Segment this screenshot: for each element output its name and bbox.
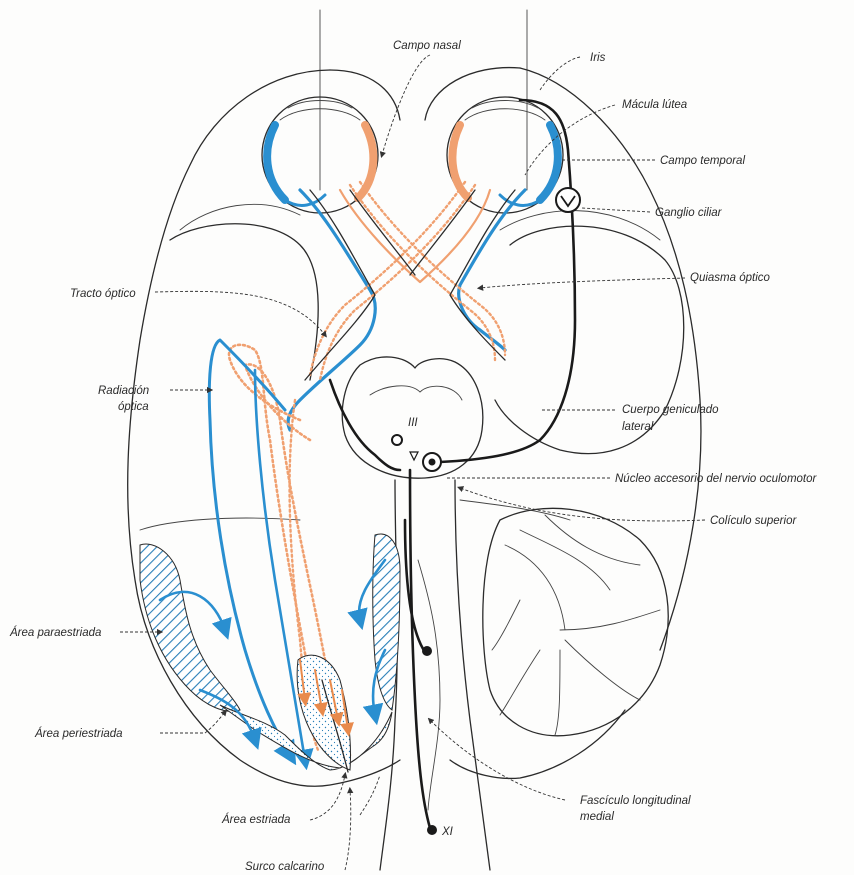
label-surco-calcarino: Surco calcarino bbox=[245, 861, 325, 873]
label-iris: Iris bbox=[590, 52, 606, 64]
temporal-lobe-right bbox=[495, 226, 684, 453]
temporal-lobe-left bbox=[170, 224, 318, 380]
leader-surco bbox=[345, 790, 351, 870]
label-campo-nasal: Campo nasal bbox=[393, 40, 461, 52]
occipital-right bbox=[460, 500, 570, 520]
area-paraestriada-right bbox=[373, 534, 400, 710]
retina-left-nasal bbox=[358, 125, 373, 198]
leader-estriada-2 bbox=[360, 775, 380, 815]
label-area-estriada: Área estriada bbox=[221, 813, 290, 826]
cerebellum bbox=[483, 508, 668, 735]
leader-estriada bbox=[310, 775, 345, 820]
leader-quiasma bbox=[480, 278, 685, 288]
black-pathway-branch bbox=[405, 520, 425, 652]
frontal-lobe-left bbox=[330, 70, 400, 120]
label-cuerpo-1: Cuerpo geniculado bbox=[622, 404, 719, 416]
chiasm-orange-fibers bbox=[310, 182, 505, 380]
label-cuerpo-2: lateral bbox=[622, 421, 654, 433]
midbrain-inner bbox=[370, 386, 462, 400]
frontal-lobe-bottom-right bbox=[500, 211, 660, 240]
frontal-lobe-right bbox=[425, 68, 520, 120]
optic-nerve-left-blue bbox=[288, 190, 375, 430]
label-fasciculo-1: Fascículo longitudinal bbox=[580, 795, 691, 807]
label-nucleo-accesorio: Núcleo accesorio del nervio oculomotor bbox=[615, 473, 818, 485]
xi-node bbox=[427, 825, 437, 835]
ganglio-ciliar-node bbox=[556, 188, 580, 212]
optic-tract-outline-right bbox=[410, 190, 515, 360]
label-area-periestriada: Área periestriada bbox=[34, 727, 123, 740]
cerebellum-folia bbox=[492, 515, 660, 735]
label-radiacion-2: óptica bbox=[118, 401, 149, 413]
nucleus-iii-node bbox=[392, 435, 402, 445]
leader-campo-nasal bbox=[382, 55, 430, 155]
black-pathway-edinger bbox=[330, 380, 400, 470]
label-fasciculo-2: medial bbox=[580, 811, 614, 823]
label-ganglio-ciliar: Ganglio ciliar bbox=[655, 207, 723, 219]
mlf-node bbox=[422, 646, 432, 656]
frontal-lobe-bottom-left bbox=[180, 204, 300, 230]
label-campo-temporal: Campo temporal bbox=[660, 155, 745, 167]
leader-tracto bbox=[155, 291, 325, 335]
label-coliculo-superior: Colículo superior bbox=[710, 515, 797, 527]
label-quiasma-optico: Quiasma óptico bbox=[690, 272, 771, 284]
label-macula-lutea: Mácula lútea bbox=[622, 99, 687, 111]
optic-nerve-right-blue bbox=[459, 190, 525, 350]
label-nerve-iii: III bbox=[408, 417, 418, 429]
label-nerve-xi: XI bbox=[441, 826, 454, 838]
nucleo-accesorio-inner bbox=[429, 459, 436, 466]
small-triangle bbox=[410, 452, 418, 460]
retina-right-temporal bbox=[540, 125, 558, 200]
label-radiacion-1: Radiación bbox=[98, 385, 149, 397]
retina-left-temporal bbox=[267, 125, 285, 200]
leader-periestriada bbox=[160, 712, 225, 733]
label-tracto-optico: Tracto óptico bbox=[70, 288, 136, 300]
label-area-paraestriada: Área paraestriada bbox=[9, 626, 101, 639]
